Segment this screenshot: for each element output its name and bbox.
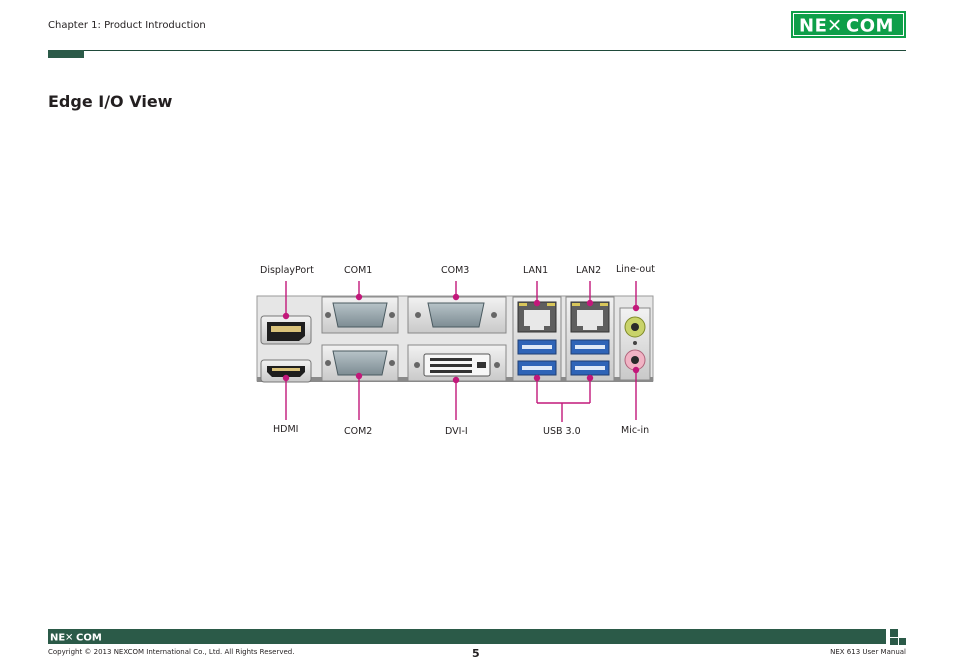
header-rule — [48, 50, 906, 51]
mic-in-label: Mic-in — [621, 425, 650, 436]
chapter-title: Chapter 1: Product Introduction — [48, 20, 206, 31]
com3-label: COM3 — [441, 265, 470, 276]
lan2-label: LAN2 — [576, 265, 602, 276]
lan1-label: LAN1 — [523, 265, 549, 276]
section-title: Edge I/O View — [48, 92, 173, 111]
svg-text:COM: COM — [846, 16, 894, 37]
dvi-i-connector — [407, 344, 507, 382]
footer-square — [890, 629, 898, 637]
header-tab — [48, 50, 84, 58]
displayport-label: DisplayPort — [260, 265, 314, 276]
manual-title: NEX 613 User Manual — [830, 648, 906, 656]
displayport-connector — [260, 315, 312, 345]
com2-label: COM2 — [344, 426, 373, 437]
hdmi-connector — [260, 359, 312, 383]
footer-square — [890, 638, 898, 645]
footer-bar — [48, 629, 886, 644]
svg-text:COM: COM — [76, 633, 102, 643]
copyright-text: Copyright © 2013 NEXCOM International Co… — [48, 648, 295, 656]
edge-io-diagram — [256, 281, 654, 422]
line-out-label: Line-out — [616, 264, 655, 275]
svg-text:NE: NE — [50, 633, 65, 643]
page-number: 5 — [472, 647, 480, 660]
com1-label: COM1 — [344, 265, 373, 276]
usb30-label: USB 3.0 — [543, 426, 581, 437]
footer-nexcom-logo: NE ✕ COM — [50, 633, 102, 643]
nexcom-logo: NE ✕ COM — [791, 11, 906, 38]
footer-square — [899, 638, 906, 645]
com3-connector — [407, 296, 507, 334]
svg-text:✕: ✕ — [827, 16, 842, 37]
hdmi-label: HDMI — [273, 424, 299, 435]
lan1-usb-stack — [512, 296, 562, 382]
lan2-usb-stack — [565, 296, 615, 382]
svg-text:NE: NE — [799, 16, 827, 37]
com1-connector — [321, 296, 399, 334]
dvi-i-label: DVI-I — [445, 426, 468, 437]
svg-text:✕: ✕ — [65, 633, 73, 643]
